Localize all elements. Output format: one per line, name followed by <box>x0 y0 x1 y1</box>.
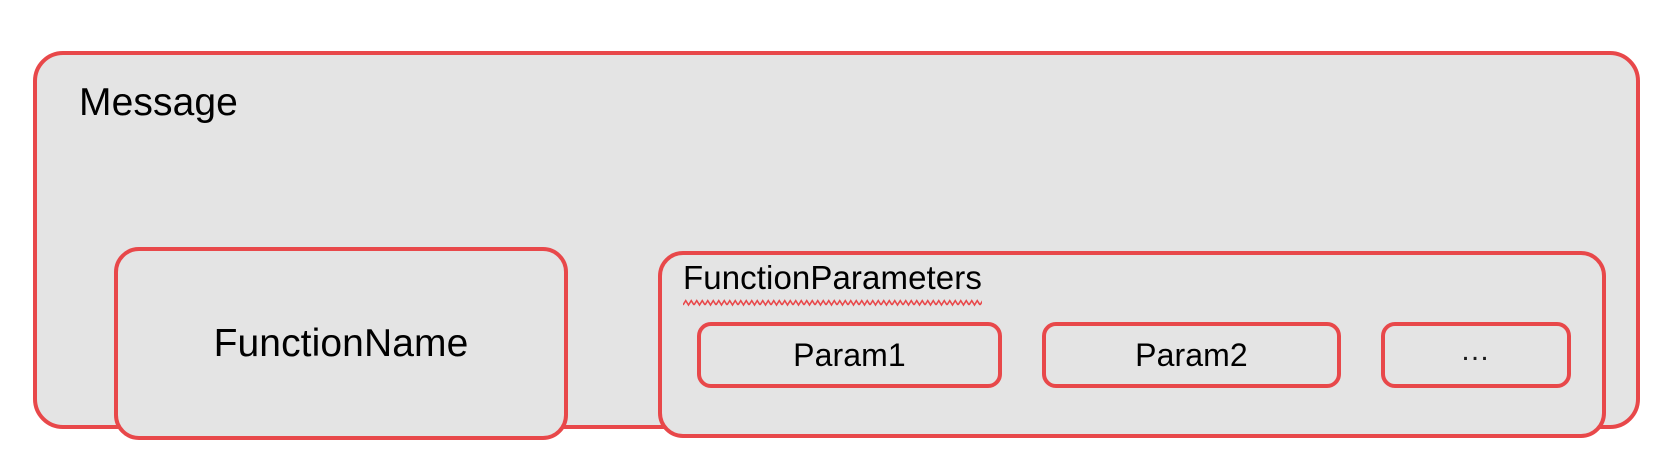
function-name-label: FunctionName <box>213 321 469 365</box>
message-node[interactable]: Message FunctionName FunctionParameters … <box>33 51 1640 440</box>
function-parameters-node[interactable]: FunctionParameters Param1 Param2 … <box>658 251 1606 438</box>
spellcheck-squiggly-underline-icon <box>683 299 982 307</box>
message-node-label: Message <box>79 81 238 124</box>
function-parameters-label: FunctionParameters <box>683 259 982 296</box>
parameter-list: Param1 Param2 … <box>697 321 1577 389</box>
parameter-node-1[interactable]: Param1 <box>697 322 1002 388</box>
parameter-node-2[interactable]: Param2 <box>1042 322 1341 388</box>
function-parameters-title-group: FunctionParameters <box>683 258 982 307</box>
function-name-node[interactable]: FunctionName <box>114 247 568 440</box>
parameter-label-1: Param1 <box>793 337 906 373</box>
parameter-label-more: … <box>1460 334 1492 367</box>
parameter-node-more[interactable]: … <box>1381 322 1571 388</box>
parameter-label-2: Param2 <box>1135 337 1248 373</box>
